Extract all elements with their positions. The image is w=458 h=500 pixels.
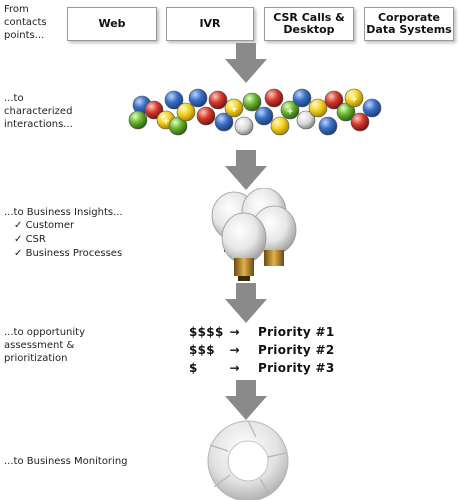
insight-item-business-processes: ✓ Business Processes [14, 248, 123, 259]
right-arrow-icon: → [229, 325, 240, 339]
svg-text:+: + [230, 105, 238, 115]
check-icon: ✓ [14, 248, 23, 259]
insight-item-csr: ✓ CSR [14, 234, 46, 245]
interaction-balls-icon: + + + + [128, 88, 382, 136]
right-arrow-icon: → [229, 361, 240, 375]
right-arrow-icon: → [229, 343, 240, 357]
priority-row-3: $ → Priority #3 [189, 361, 335, 375]
contact-box-csr-calls: CSR Calls & Desktop [264, 7, 354, 41]
stage-label-contacts: From contacts points... [4, 4, 47, 41]
stage-label-prioritization: ...to opportunity assessment & prioritiz… [4, 327, 86, 364]
contact-box-corporate-data: Corporate Data Systems [364, 7, 454, 41]
light-bulbs-icon [211, 188, 297, 281]
down-arrow-icon [225, 380, 267, 420]
svg-text:+: + [162, 117, 170, 127]
svg-text:+: + [350, 95, 358, 105]
insight-list: ✓ Customer ✓ CSR ✓ Business Processes [14, 219, 122, 261]
contact-box-web: Web [67, 7, 157, 41]
check-icon: ✓ [14, 220, 23, 231]
priority-row-1: $$$$ → Priority #1 [189, 325, 335, 339]
insight-item-customer: ✓ Customer [14, 220, 75, 231]
down-arrow-icon [225, 283, 267, 323]
cycle-gear-icon [207, 420, 289, 500]
down-arrow-icon [225, 150, 267, 190]
contact-box-ivr: IVR [166, 7, 254, 41]
check-icon: ✓ [14, 234, 23, 245]
stage-label-interactions: ...to characterized interactions... [4, 93, 73, 130]
down-arrow-icon [225, 43, 267, 83]
stage-label-insights: ...to Business Insights... [4, 207, 123, 218]
svg-text:+: + [286, 107, 294, 117]
priority-row-2: $$$ → Priority #2 [189, 343, 335, 357]
stage-label-monitoring: ...to Business Monitoring [4, 456, 128, 467]
